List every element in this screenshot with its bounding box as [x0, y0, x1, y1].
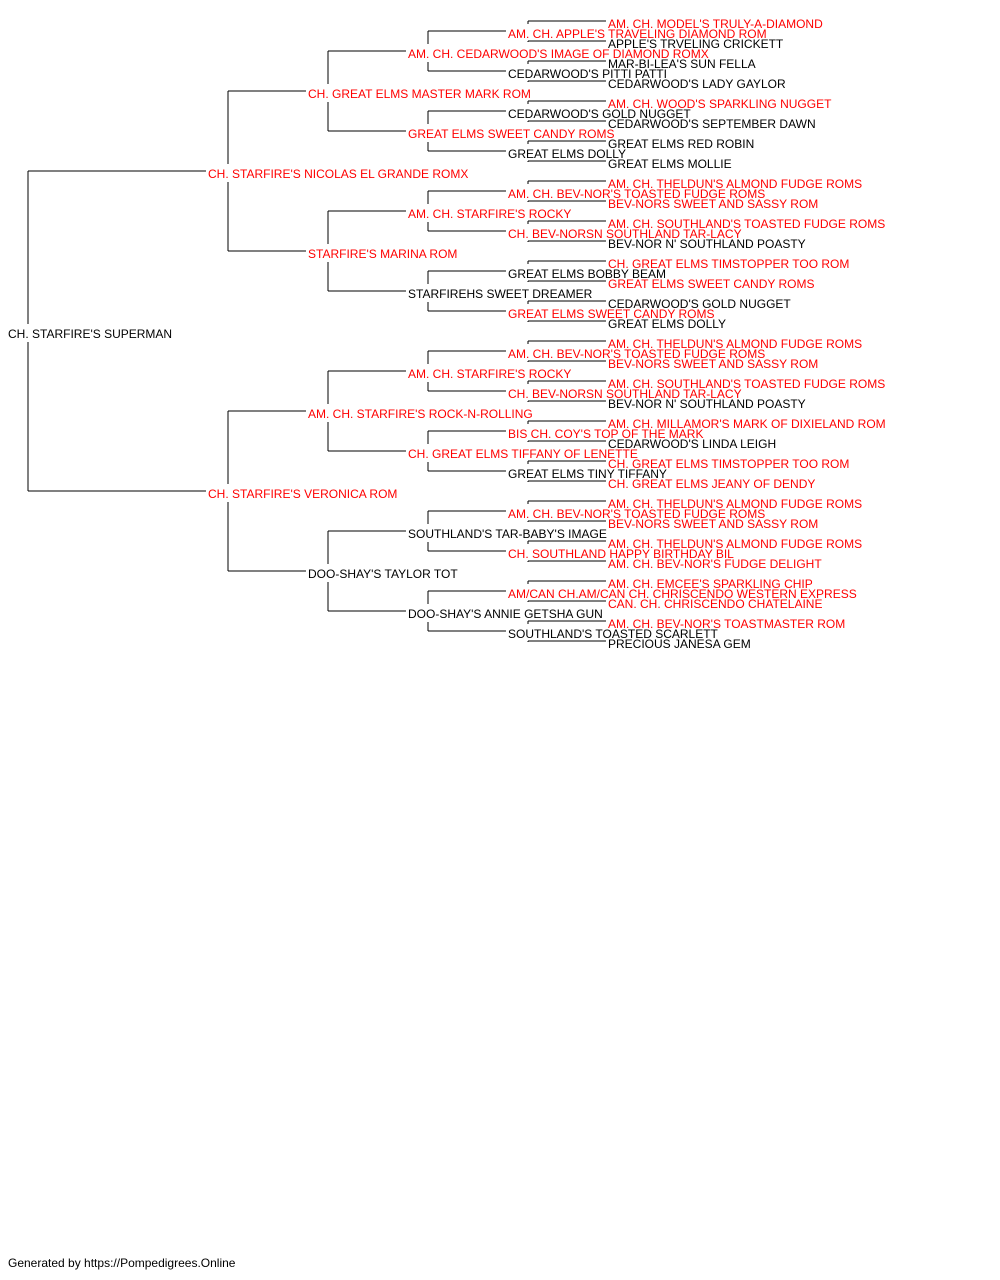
ancestor-gen4: CH. BEV-NORSN SOUTHLAND TAR-LACY	[508, 227, 742, 241]
ancestor-gen2: AM. CH. STARFIRE'S ROCK-N-ROLLING	[308, 407, 533, 421]
ancestor-gen5: CH. GREAT ELMS TIMSTOPPER TOO ROM	[608, 457, 849, 471]
ancestor-gen2: CH. GREAT ELMS MASTER MARK ROM	[308, 87, 531, 101]
ancestor-gen5: CEDARWOOD'S GOLD NUGGET	[608, 297, 791, 311]
ancestor-gen5: GREAT ELMS SWEET CANDY ROMS	[608, 277, 814, 291]
ancestor-gen5: CH. GREAT ELMS TIMSTOPPER TOO ROM	[608, 257, 849, 271]
ancestor-gen5: BEV-NORS SWEET AND SASSY ROM	[608, 357, 818, 371]
ancestor-gen4: CH. SOUTHLAND HAPPY BIRTHDAY BIL	[508, 547, 734, 561]
ancestor-gen5: AM. CH. SOUTHLAND'S TOASTED FUDGE ROMS	[608, 377, 885, 391]
ancestor-gen4: AM. CH. APPLE'S TRAVELING DIAMOND ROM	[508, 27, 767, 41]
ancestor-gen4: GREAT ELMS TINY TIFFANY	[508, 467, 667, 481]
ancestor-gen5: GREAT ELMS MOLLIE	[608, 157, 732, 171]
ancestor-gen5: CEDARWOOD'S SEPTEMBER DAWN	[608, 117, 816, 131]
ancestor-gen5: PRECIOUS JANESA GEM	[608, 637, 751, 651]
ancestor-gen5: AM. CH. MILLAMOR'S MARK OF DIXIELAND ROM	[608, 417, 886, 431]
ancestor-gen5: CAN. CH. CHRISCENDO CHATELAINE	[608, 597, 822, 611]
ancestor-gen5: MAR-BI-LEA'S SUN FELLA	[608, 57, 756, 71]
ancestor-gen4: GREAT ELMS BOBBY BEAM	[508, 267, 666, 281]
ancestor-gen3: DOO-SHAY'S ANNIE GETSHA GUN	[408, 607, 603, 621]
ancestor-gen5: GREAT ELMS RED ROBIN	[608, 137, 754, 151]
ancestor-gen1: CH. STARFIRE'S VERONICA ROM	[208, 487, 397, 501]
ancestor-gen4: GREAT ELMS DOLLY	[508, 147, 626, 161]
ancestor-gen5: BEV-NORS SWEET AND SASSY ROM	[608, 197, 818, 211]
ancestor-gen5: AM. CH. THELDUN'S ALMOND FUDGE ROMS	[608, 537, 862, 551]
ancestor-gen2: DOO-SHAY'S TAYLOR TOT	[308, 567, 458, 581]
ancestor-gen5: AM. CH. THELDUN'S ALMOND FUDGE ROMS	[608, 177, 862, 191]
ancestor-gen5: BEV-NOR N' SOUTHLAND POASTY	[608, 237, 806, 251]
ancestor-gen4: SOUTHLAND'S TOASTED SCARLETT	[508, 627, 719, 641]
ancestor-gen4: BIS CH. COY'S TOP OF THE MARK	[508, 427, 703, 441]
ancestor-gen3: CH. GREAT ELMS TIFFANY OF LENETTE	[408, 447, 638, 461]
footer-credit: Generated by https://Pompedigrees.Online	[8, 1256, 236, 1270]
ancestor-gen5: AM. CH. THELDUN'S ALMOND FUDGE ROMS	[608, 337, 862, 351]
ancestor-gen5: AM. CH. SOUTHLAND'S TOASTED FUDGE ROMS	[608, 217, 885, 231]
ancestor-gen4: CH. BEV-NORSN SOUTHLAND TAR-LACY	[508, 387, 742, 401]
ancestor-gen3: SOUTHLAND'S TAR-BABY'S IMAGE	[408, 527, 607, 541]
ancestor-gen4: CEDARWOOD'S GOLD NUGGET	[508, 107, 691, 121]
ancestor-gen4: AM. CH. BEV-NOR'S TOASTED FUDGE ROMS	[508, 187, 765, 201]
ancestor-gen1: CH. STARFIRE'S NICOLAS EL GRANDE ROMX	[208, 167, 468, 181]
ancestor-gen5: AM. CH. WOOD'S SPARKLING NUGGET	[608, 97, 832, 111]
ancestor-gen4: CEDARWOOD'S PITTI PATTI	[508, 67, 667, 81]
ancestor-gen5: APPLE'S TRVELING CRICKETT	[608, 37, 784, 51]
ancestor-gen4: GREAT ELMS SWEET CANDY ROMS	[508, 307, 714, 321]
ancestor-gen2: STARFIRE'S MARINA ROM	[308, 247, 457, 261]
ancestor-gen3: GREAT ELMS SWEET CANDY ROMS	[408, 127, 614, 141]
ancestor-gen5: AM. CH. MODEL'S TRULY-A-DIAMOND	[608, 17, 823, 31]
ancestor-gen3: AM. CH. STARFIRE'S ROCKY	[408, 367, 571, 381]
ancestor-gen5: AM. CH. BEV-NOR'S TOASTMASTER ROM	[608, 617, 845, 631]
ancestor-gen3: STARFIREHS SWEET DREAMER	[408, 287, 593, 301]
ancestor-gen5: CEDARWOOD'S LADY GAYLOR	[608, 77, 786, 91]
ancestor-gen3: AM. CH. STARFIRE'S ROCKY	[408, 207, 571, 221]
ancestor-gen5: AM. CH. THELDUN'S ALMOND FUDGE ROMS	[608, 497, 862, 511]
ancestor-gen5: CH. GREAT ELMS JEANY OF DENDY	[608, 477, 815, 491]
ancestor-gen5: AM. CH. EMCEE'S SPARKLING CHIP	[608, 577, 813, 591]
ancestor-gen4: AM/CAN CH.AM/CAN CH. CHRISCENDO WESTERN …	[508, 587, 857, 601]
ancestor-gen5: BEV-NORS SWEET AND SASSY ROM	[608, 517, 818, 531]
ancestor-gen3: AM. CH. CEDARWOOD'S IMAGE OF DIAMOND ROM…	[408, 47, 709, 61]
ancestor-gen5: GREAT ELMS DOLLY	[608, 317, 726, 331]
ancestor-gen5: BEV-NOR N' SOUTHLAND POASTY	[608, 397, 806, 411]
ancestor-gen4: AM. CH. BEV-NOR'S TOASTED FUDGE ROMS	[508, 347, 765, 361]
ancestor-gen5: CEDARWOOD'S LINDA LEIGH	[608, 437, 776, 451]
subject-name: CH. STARFIRE'S SUPERMAN	[8, 327, 172, 341]
ancestor-gen4: AM. CH. BEV-NOR'S TOASTED FUDGE ROMS	[508, 507, 765, 521]
ancestor-gen5: AM. CH. BEV-NOR'S FUDGE DELIGHT	[608, 557, 822, 571]
